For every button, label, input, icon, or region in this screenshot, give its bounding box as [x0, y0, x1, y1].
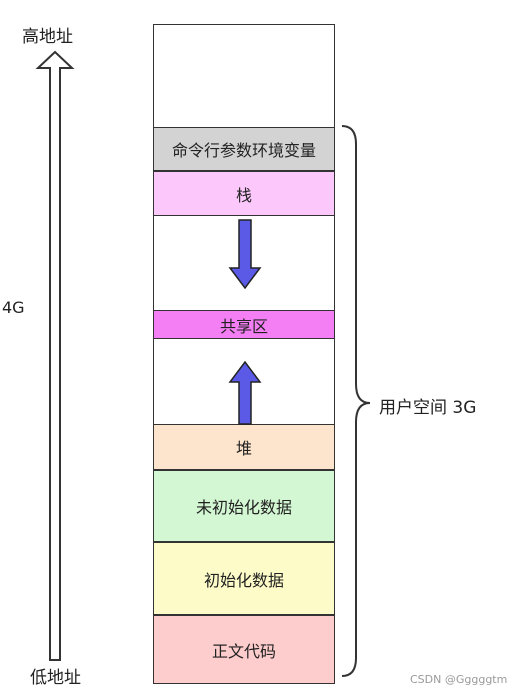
segment-bss-label: 未初始化数据: [195, 498, 292, 517]
segment-stack: 栈: [153, 171, 335, 216]
address-up-arrow: [35, 50, 75, 661]
segment-text-label: 正文代码: [211, 641, 276, 661]
watermark: CSDN @Gggggtm: [410, 673, 508, 686]
segment-bss: 未初始化数据: [153, 470, 335, 542]
total-size-label: 4G: [2, 298, 25, 317]
low-address-label: 低地址: [30, 668, 81, 688]
stack-growth-down-arrow: [228, 219, 262, 290]
segment-stack-label: 栈: [235, 185, 252, 205]
segment-heap: 堆: [153, 424, 335, 470]
user-space-label: 用户空间 3G: [379, 398, 477, 418]
high-address-label: 高地址: [22, 27, 73, 47]
segment-data: 初始化数据: [153, 542, 335, 615]
segment-data-label: 初始化数据: [203, 570, 284, 590]
segment-cmdline-env-label: 命令行参数环境变量: [171, 141, 316, 160]
segment-heap-label: 堆: [235, 439, 252, 458]
segment-shared-label: 共享区: [219, 316, 268, 336]
segment-cmdline-env: 命令行参数环境变量: [153, 127, 335, 171]
heap-growth-up-arrow: [228, 360, 262, 425]
segment-text: 正文代码: [153, 615, 335, 684]
segment-shared: 共享区: [153, 310, 335, 339]
user-space-brace: [341, 125, 371, 677]
